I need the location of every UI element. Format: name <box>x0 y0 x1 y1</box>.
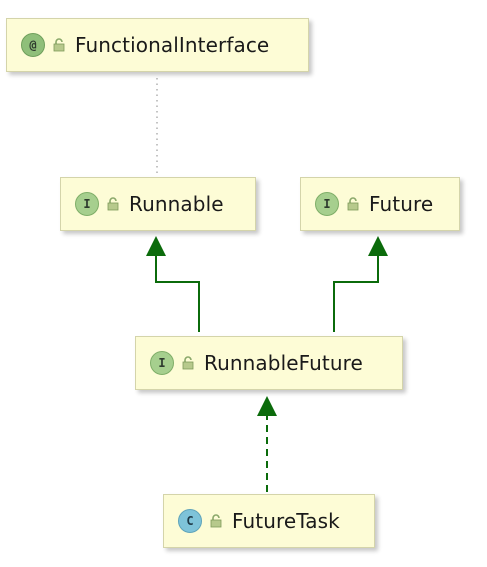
public-lock-icon <box>347 197 359 211</box>
node-future[interactable]: I Future <box>300 177 460 231</box>
node-label: Runnable <box>129 192 224 216</box>
public-lock-icon <box>53 38 65 52</box>
class-type-icon: C <box>178 509 202 533</box>
node-label: RunnableFuture <box>204 351 363 375</box>
node-future-task[interactable]: C FutureTask <box>163 494 375 548</box>
public-lock-icon <box>107 197 119 211</box>
node-label: FutureTask <box>232 509 340 533</box>
interface-type-icon: I <box>150 351 174 375</box>
extends-runnable-arrowhead <box>146 236 166 256</box>
public-lock-icon <box>210 514 222 528</box>
extends-future-arrowhead <box>368 236 388 256</box>
node-label: Future <box>369 192 434 216</box>
node-label: FunctionalInterface <box>75 33 270 57</box>
annotation-type-icon: @ <box>21 33 45 57</box>
implements-runnable-future-arrowhead <box>257 396 277 416</box>
extends-future-line <box>333 256 379 332</box>
node-functional-interface[interactable]: @ FunctionalInterface <box>6 18 309 72</box>
public-lock-icon <box>182 356 194 370</box>
node-runnable-future[interactable]: I RunnableFuture <box>135 336 403 390</box>
extends-runnable-line <box>155 256 200 332</box>
interface-type-icon: I <box>75 192 99 216</box>
interface-type-icon: I <box>315 192 339 216</box>
node-runnable[interactable]: I Runnable <box>60 177 256 231</box>
